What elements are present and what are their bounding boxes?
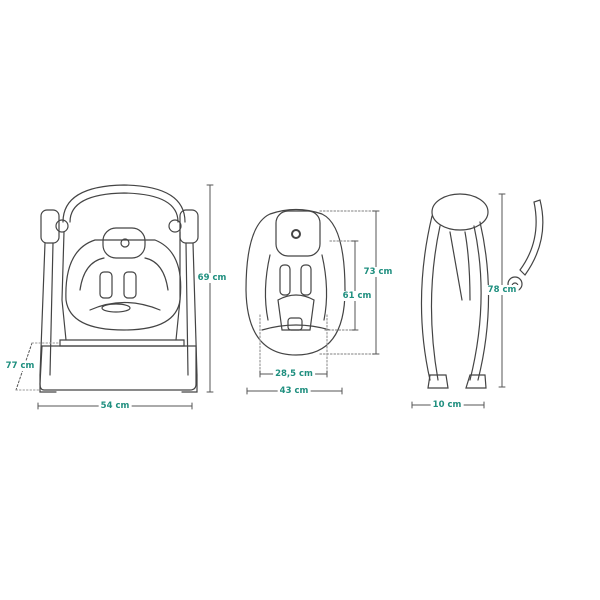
front-depth-label: 77 cm	[3, 361, 37, 371]
side-view-drawing	[420, 193, 544, 389]
top-outer-height-label: 73 cm	[361, 267, 395, 277]
side-width-label: 10 cm	[430, 400, 464, 410]
front-view-drawing	[39, 184, 199, 393]
top-inner-width-label: 28,5 cm	[273, 369, 315, 379]
top-inner-height-label: 61 cm	[340, 291, 374, 301]
top-view-drawing	[245, 208, 377, 375]
front-height-label: 69 cm	[195, 273, 229, 283]
side-height-label: 78 cm	[485, 285, 519, 295]
top-outer-width-label: 43 cm	[277, 386, 311, 396]
front-width-label: 54 cm	[98, 401, 132, 411]
